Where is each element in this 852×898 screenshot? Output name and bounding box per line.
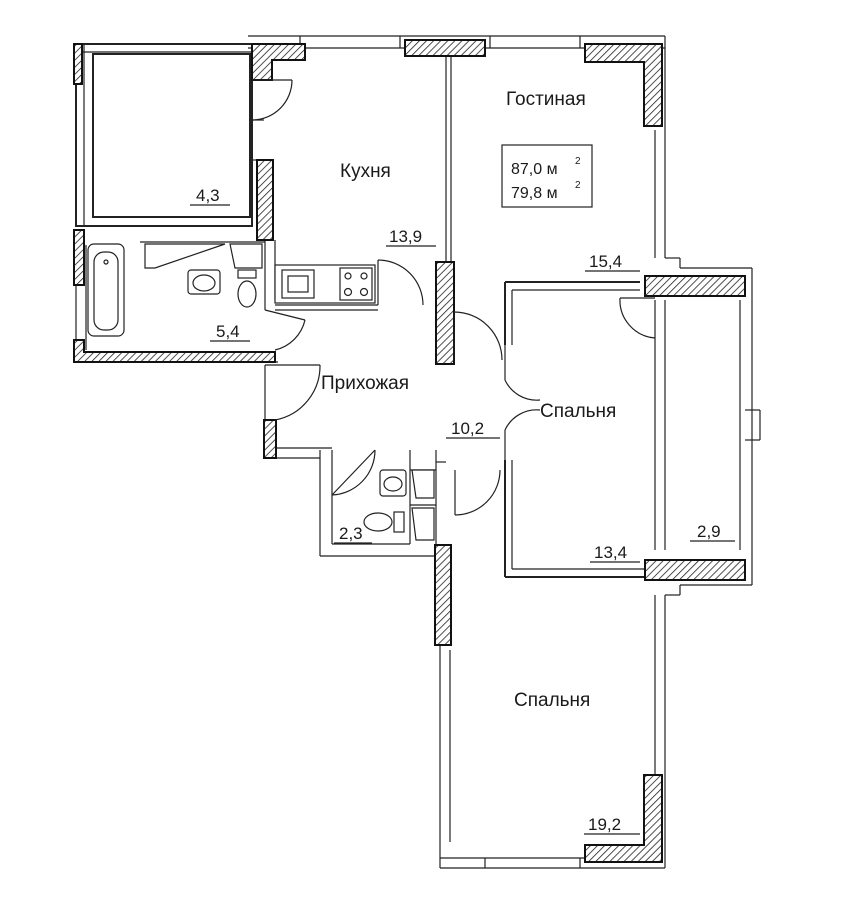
living-room-area: 15,4 xyxy=(589,252,622,271)
area-summary: 87,0 м 2 79,8 м 2 xyxy=(501,144,593,208)
room-labels: Гостиная Кухня Прихожая Спальня Спальня xyxy=(321,89,616,711)
kitchen-sink-icon xyxy=(281,269,315,299)
hatched-walls xyxy=(73,39,746,863)
stove-icon xyxy=(339,267,373,301)
living-room-name: Гостиная xyxy=(506,89,586,110)
doors xyxy=(251,79,656,516)
fixtures xyxy=(87,243,435,541)
kitchen-area: 13,9 xyxy=(389,227,422,246)
bathroom-area: 5,4 xyxy=(216,322,240,341)
room-areas: 4,3 13,9 15,4 5,4 10,2 2,3 13,4 2,9 19,2 xyxy=(190,186,735,835)
living-area: 79,8 м xyxy=(511,185,558,202)
wc-area: 2,3 xyxy=(339,524,363,543)
bedroom-large-name: Спальня xyxy=(514,690,590,711)
living-area-exponent: 2 xyxy=(575,180,581,191)
bedroom-large-area: 19,2 xyxy=(588,815,621,834)
bedroom-small-area: 13,4 xyxy=(594,543,627,562)
bedroom-small-name: Спальня xyxy=(540,401,616,422)
toilet-icon xyxy=(237,269,257,279)
total-area-exponent: 2 xyxy=(575,156,581,167)
balcony-left-area: 4,3 xyxy=(196,186,220,205)
balcony-right-area: 2,9 xyxy=(697,522,721,541)
total-area: 87,0 м xyxy=(511,161,558,178)
kitchen-name: Кухня xyxy=(340,161,391,182)
outer-walls xyxy=(75,35,761,869)
hallway-area: 10,2 xyxy=(451,419,484,438)
wc-toilet-icon xyxy=(393,511,405,533)
hallway-name: Прихожая xyxy=(321,373,409,394)
